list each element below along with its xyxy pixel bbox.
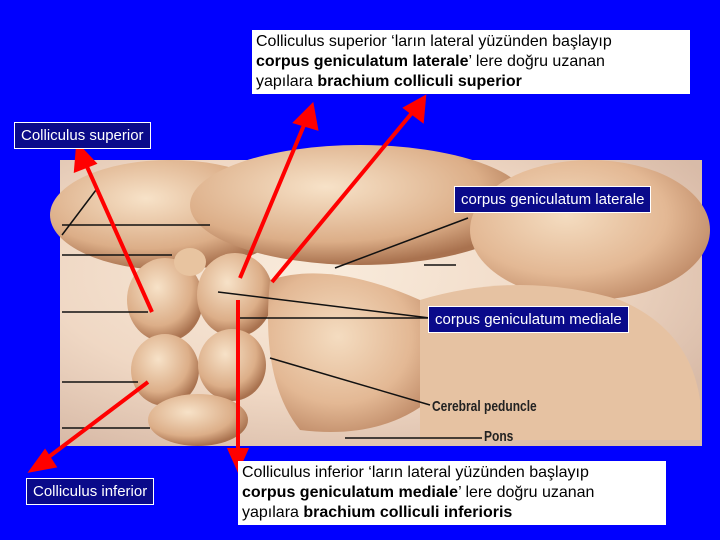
bottom-note-line3-prefix: yapılara <box>242 504 303 521</box>
bottom-note-brachium: brachium colliculi inferioris <box>303 504 512 521</box>
bottom-note-line2-rest: ’ lere doğru uzanan <box>458 484 594 501</box>
top-note-line2-rest: ’ lere doğru uzanan <box>469 53 605 70</box>
bottom-note-line3: yapılara brachium colliculi inferioris <box>242 503 662 523</box>
colliculus-inferior-label: Colliculus inferior <box>26 478 154 505</box>
top-note-cgl: corpus geniculatum laterale <box>256 53 469 70</box>
top-note: Colliculus superior ‘ların lateral yüzün… <box>252 30 690 94</box>
colliculus-superior-label: Colliculus superior <box>14 122 151 149</box>
top-note-line3-prefix: yapılara <box>256 73 317 90</box>
bottom-note-line1: Colliculus inferior ‘ların lateral yüzün… <box>242 463 662 483</box>
cgm-label: corpus geniculatum mediale <box>428 306 629 333</box>
top-note-line2: corpus geniculatum laterale’ lere doğru … <box>256 52 686 72</box>
pons-label: Pons <box>484 428 513 445</box>
bottom-note: Colliculus inferior ‘ların lateral yüzün… <box>238 461 666 525</box>
top-note-brachium: brachium colliculi superior <box>317 73 522 90</box>
bottom-note-cgm: corpus geniculatum mediale <box>242 484 458 501</box>
top-note-line1: Colliculus superior ‘ların lateral yüzün… <box>256 32 686 52</box>
cgl-label: corpus geniculatum laterale <box>454 186 651 213</box>
top-note-line3: yapılara brachium colliculi superior <box>256 72 686 92</box>
cerebral-peduncle-label: Cerebral peduncle <box>432 398 537 415</box>
bottom-note-line2: corpus geniculatum mediale’ lere doğru u… <box>242 483 662 503</box>
